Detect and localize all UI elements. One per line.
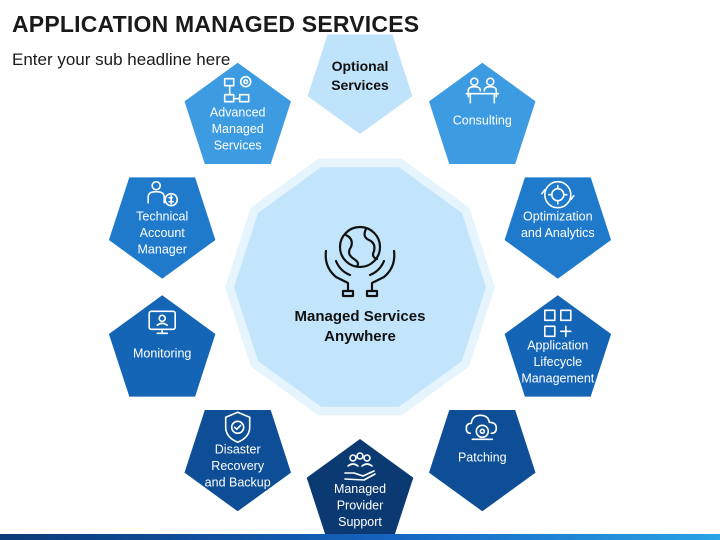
service-pentagon <box>305 32 415 136</box>
service-label-line: Optimization <box>523 210 593 224</box>
service-label-line: Advanced <box>210 106 266 120</box>
service-label-line: Monitoring <box>133 346 191 360</box>
service-pentagon <box>306 439 414 540</box>
service-label-line: Provider <box>337 499 384 513</box>
service-label-line: Lifecycle <box>533 355 582 369</box>
service-node-consulting: Consulting <box>429 62 536 165</box>
monitor-user-icon <box>148 310 176 335</box>
service-label-line: Managed <box>334 482 386 496</box>
manager-dollar-icon <box>147 180 178 207</box>
center-decagon <box>234 167 486 407</box>
page-title: APPLICATION MANAGED SERVICES <box>12 11 420 37</box>
center-label-line: Anywhere <box>324 328 396 345</box>
service-pentagon <box>108 177 216 279</box>
service-label-line: Disaster <box>215 442 261 456</box>
service-label-line: Account <box>140 226 186 240</box>
service-node-monitoring: Monitoring <box>108 295 216 397</box>
service-label-line: Managed <box>212 122 264 136</box>
service-pentagon <box>504 295 612 397</box>
gear-cycle-icon <box>540 180 575 209</box>
service-pentagon <box>184 62 291 165</box>
service-pentagon <box>108 295 216 397</box>
flowchart-gear-icon <box>223 75 252 103</box>
shield-check-icon <box>224 411 251 444</box>
service-label-line: Recovery <box>211 459 265 473</box>
page-subtitle: Enter your sub headline here <box>12 50 231 69</box>
service-pentagon <box>429 62 536 165</box>
globe-in-hands-icon <box>324 225 396 298</box>
service-node-patching: Patching <box>429 410 536 512</box>
center-label-line: Managed Services <box>295 308 426 325</box>
service-label-line: Technical <box>136 210 188 224</box>
service-label-line: Application <box>527 338 588 352</box>
service-node-optimization-analytics: Optimization and Analytics <box>504 177 612 279</box>
service-pentagon <box>504 177 612 279</box>
service-pentagon <box>429 410 536 512</box>
service-label-line: Patching <box>458 450 507 464</box>
people-hand-icon <box>344 452 376 481</box>
service-label-line: and Analytics <box>521 226 595 240</box>
service-label-line: Manager <box>138 243 187 257</box>
service-label-line: Optional <box>332 58 389 74</box>
service-label-line: Services <box>331 77 389 93</box>
meeting-icon <box>465 77 500 104</box>
cloud-gear-icon <box>465 414 498 441</box>
footer-bar <box>0 534 720 540</box>
service-label-line: Services <box>214 139 262 153</box>
app-grid-icon <box>543 309 572 338</box>
service-label-line: Management <box>521 371 594 385</box>
service-pentagon <box>184 410 291 512</box>
service-label-line: and Backup <box>205 475 271 489</box>
service-label-line: Consulting <box>453 114 512 128</box>
service-label-line: Support <box>338 515 382 529</box>
